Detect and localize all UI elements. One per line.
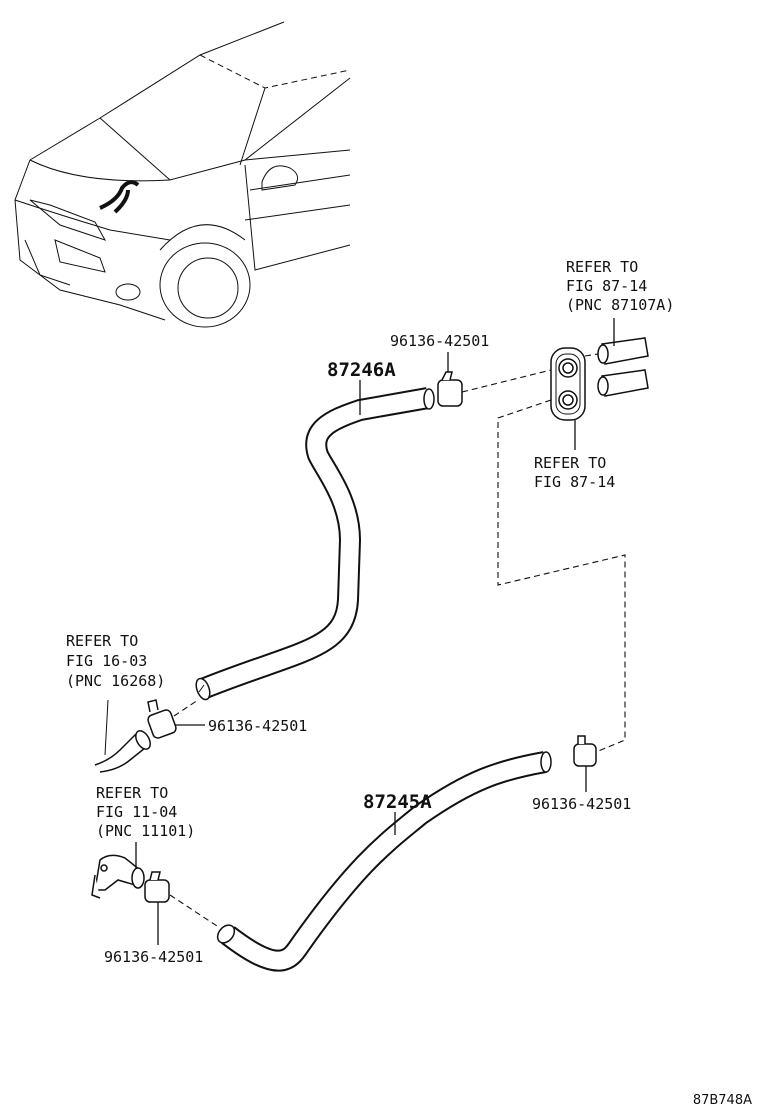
clamp-middle-left-label: 96136-42501 (208, 717, 307, 735)
clamp-middle-right (573, 735, 597, 767)
heater-grommet (550, 347, 586, 421)
reference-heater-valve-line1: REFER TO (566, 258, 638, 276)
reference-water-outlet-line2: FIG 16-03 (66, 652, 147, 670)
clamp-lower (144, 871, 170, 903)
reference-heater-valve-line2: FIG 87-14 (566, 277, 647, 295)
engine-water-outlet (91, 854, 145, 899)
part-number-lower-hose: 87245A (363, 791, 432, 813)
reference-heater-valve: REFER TO FIG 87-14 (PNC 87107A) (566, 258, 674, 314)
vehicle-locator-illustration (14, 21, 351, 328)
upper-heater-hose (195, 387, 435, 701)
reference-water-outlet-line3: (PNC 16268) (66, 672, 165, 690)
reference-grommet-line2: FIG 87-14 (534, 473, 615, 491)
clamp-upper (437, 371, 463, 407)
clamp-middle-right-label: 96136-42501 (532, 795, 631, 813)
lower-heater-hose (216, 751, 552, 972)
leader-lines (135, 318, 615, 945)
figure-code: 87B748A (693, 1093, 752, 1108)
clamp-middle-left (147, 699, 177, 739)
reference-engine-line3: (PNC 11101) (96, 822, 195, 840)
water-outlet (94, 699, 151, 773)
assembly-lines (169, 353, 626, 929)
reference-engine: REFER TO FIG 11-04 (PNC 11101) (96, 784, 195, 840)
part-number-upper-hose: 87246A (327, 359, 396, 381)
reference-engine-line2: FIG 11-04 (96, 803, 177, 821)
clamp-lower-label: 96136-42501 (104, 948, 203, 966)
clamp-upper-label: 96136-42501 (390, 332, 489, 350)
reference-heater-valve-line3: (PNC 87107A) (566, 296, 674, 314)
reference-grommet: REFER TO FIG 87-14 (534, 454, 615, 491)
reference-grommet-line1: REFER TO (534, 454, 606, 472)
reference-water-outlet-line1: REFER TO (66, 632, 138, 650)
reference-engine-line1: REFER TO (96, 784, 168, 802)
reference-water-outlet: REFER TO FIG 16-03 (PNC 16268) (66, 632, 165, 690)
heater-pipes (597, 337, 649, 397)
